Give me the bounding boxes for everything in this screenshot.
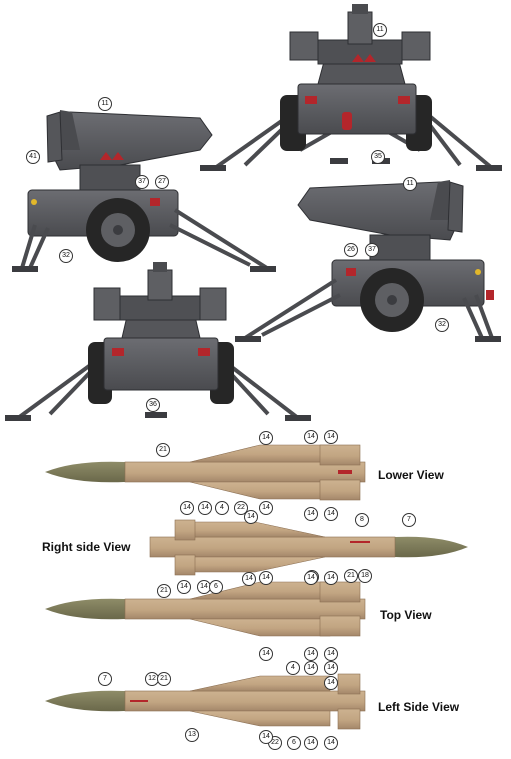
callout: 35 bbox=[371, 150, 385, 164]
callout: 36 bbox=[146, 398, 160, 412]
launcher-front-view bbox=[5, 262, 311, 421]
top-view-label: Top View bbox=[380, 608, 432, 622]
callout: 14 bbox=[304, 507, 318, 521]
callout: 14 bbox=[259, 571, 273, 585]
callout: 37 bbox=[365, 243, 379, 257]
callout: 14 bbox=[324, 736, 338, 750]
lower-view-label: Lower View bbox=[378, 468, 444, 482]
callout: 37 bbox=[135, 175, 149, 189]
callout: 14 bbox=[242, 572, 256, 586]
callout: 14 bbox=[197, 580, 211, 594]
callout: 4 bbox=[215, 501, 229, 515]
callout: 4 bbox=[286, 661, 300, 675]
launcher-right-side-view bbox=[235, 180, 501, 342]
callout: 8 bbox=[355, 513, 369, 527]
launcher-rear-view bbox=[200, 4, 502, 171]
callout: 41 bbox=[26, 150, 40, 164]
callout: 14 bbox=[259, 730, 273, 744]
callout: 11 bbox=[98, 97, 112, 111]
callout: 7 bbox=[402, 513, 416, 527]
callout: 11 bbox=[373, 23, 387, 37]
callout: 13 bbox=[185, 728, 199, 742]
callout: 14 bbox=[324, 647, 338, 661]
missile-top-view bbox=[45, 581, 366, 637]
callout: 14 bbox=[324, 507, 338, 521]
callout: 6 bbox=[209, 580, 223, 594]
callout: 14 bbox=[304, 430, 318, 444]
callout: 14 bbox=[259, 647, 273, 661]
callout: 32 bbox=[59, 249, 73, 263]
callout: 26 bbox=[344, 243, 358, 257]
callout: 14 bbox=[324, 571, 338, 585]
fire-extinguisher bbox=[342, 112, 352, 130]
callout: 27 bbox=[155, 175, 169, 189]
callout: 14 bbox=[304, 661, 318, 675]
callout: 21 bbox=[157, 584, 171, 598]
launcher-left-side-view bbox=[12, 110, 276, 272]
right-side-view-label: Right side View bbox=[42, 540, 131, 554]
callout: 14 bbox=[259, 501, 273, 515]
callout: 32 bbox=[435, 318, 449, 332]
missile-lower-view bbox=[45, 444, 366, 501]
callout: 14 bbox=[198, 501, 212, 515]
callout: 21 bbox=[156, 443, 170, 457]
chassis bbox=[297, 83, 417, 135]
callout: 14 bbox=[259, 431, 273, 445]
callout: 18 bbox=[358, 569, 372, 583]
callout: 14 bbox=[304, 571, 318, 585]
callout: 14 bbox=[177, 580, 191, 594]
callout: 14 bbox=[324, 430, 338, 444]
callout: 14 bbox=[324, 676, 338, 690]
callout: 14 bbox=[244, 510, 258, 524]
callout: 14 bbox=[304, 736, 318, 750]
callout: 21 bbox=[157, 672, 171, 686]
callout: 21 bbox=[344, 569, 358, 583]
callout: 7 bbox=[98, 672, 112, 686]
callout: 14 bbox=[324, 661, 338, 675]
callout: 14 bbox=[304, 647, 318, 661]
callout: 6 bbox=[287, 736, 301, 750]
left-side-view-label: Left Side View bbox=[378, 700, 460, 714]
missile-left-side-view bbox=[45, 673, 366, 730]
callout: 14 bbox=[180, 501, 194, 515]
callout: 22 bbox=[234, 501, 248, 515]
callout: 11 bbox=[403, 177, 417, 191]
missile-right-side-view bbox=[149, 519, 468, 576]
